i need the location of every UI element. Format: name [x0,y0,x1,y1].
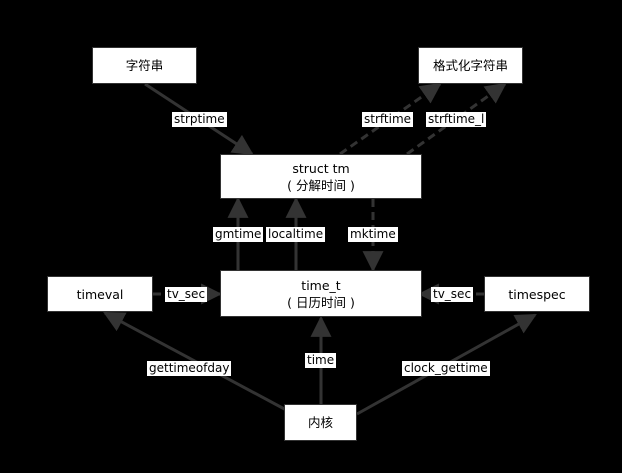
node-formatted-string-label: 格式化字符串 [432,58,508,73]
node-string: 字符串 [92,47,197,84]
node-time-t: time_t ( 日历时间 ) [220,270,422,317]
label-localtime: localtime [266,227,326,242]
node-struct-tm-label: struct tm [292,160,350,176]
label-tv-sec-left: tv_sec [165,287,208,302]
label-mktime: mktime [348,227,398,242]
node-timeval-label: timeval [76,286,124,302]
node-struct-tm-sublabel: ( 分解时间 ) [287,177,355,193]
node-kernel-label: 内核 [307,415,333,430]
node-time-t-label: time_t [301,277,341,293]
label-gettimeofday: gettimeofday [147,361,232,376]
label-clock-gettime: clock_gettime [402,361,490,376]
node-time-t-sublabel: ( 日历时间 ) [287,294,355,310]
label-strftime-l: strftime_l [426,112,487,127]
label-time: time [305,353,337,368]
edge-strftime-l [406,82,507,156]
node-kernel: 内核 [284,404,357,441]
label-gmtime: gmtime [213,227,264,242]
node-formatted-string: 格式化字符串 [418,47,523,84]
label-strptime: strptime [172,112,227,127]
label-tv-sec-right: tv_sec [431,287,474,302]
node-timeval: timeval [47,276,153,312]
edge-strftime [339,82,442,156]
node-timespec: timespec [484,276,590,312]
node-struct-tm: struct tm ( 分解时间 ) [220,154,422,199]
node-string-label: 字符串 [125,58,164,73]
node-timespec-label: timespec [508,286,566,302]
label-strftime: strftime [362,112,414,127]
